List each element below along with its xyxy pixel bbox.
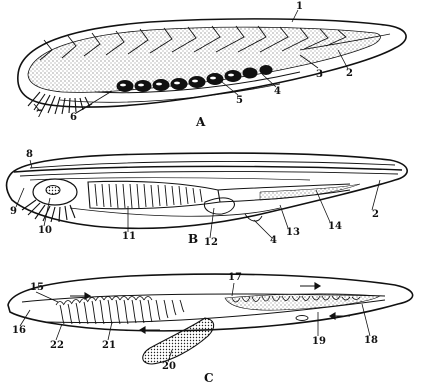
panel-b-gill-slits	[95, 184, 202, 208]
panel-c-liver-caecum	[143, 318, 214, 364]
panel-c-drawing	[8, 274, 413, 364]
panel-b-pharynx	[88, 181, 220, 208]
panel-b-drawing	[6, 153, 407, 238]
panel-a-drawing	[18, 10, 406, 114]
